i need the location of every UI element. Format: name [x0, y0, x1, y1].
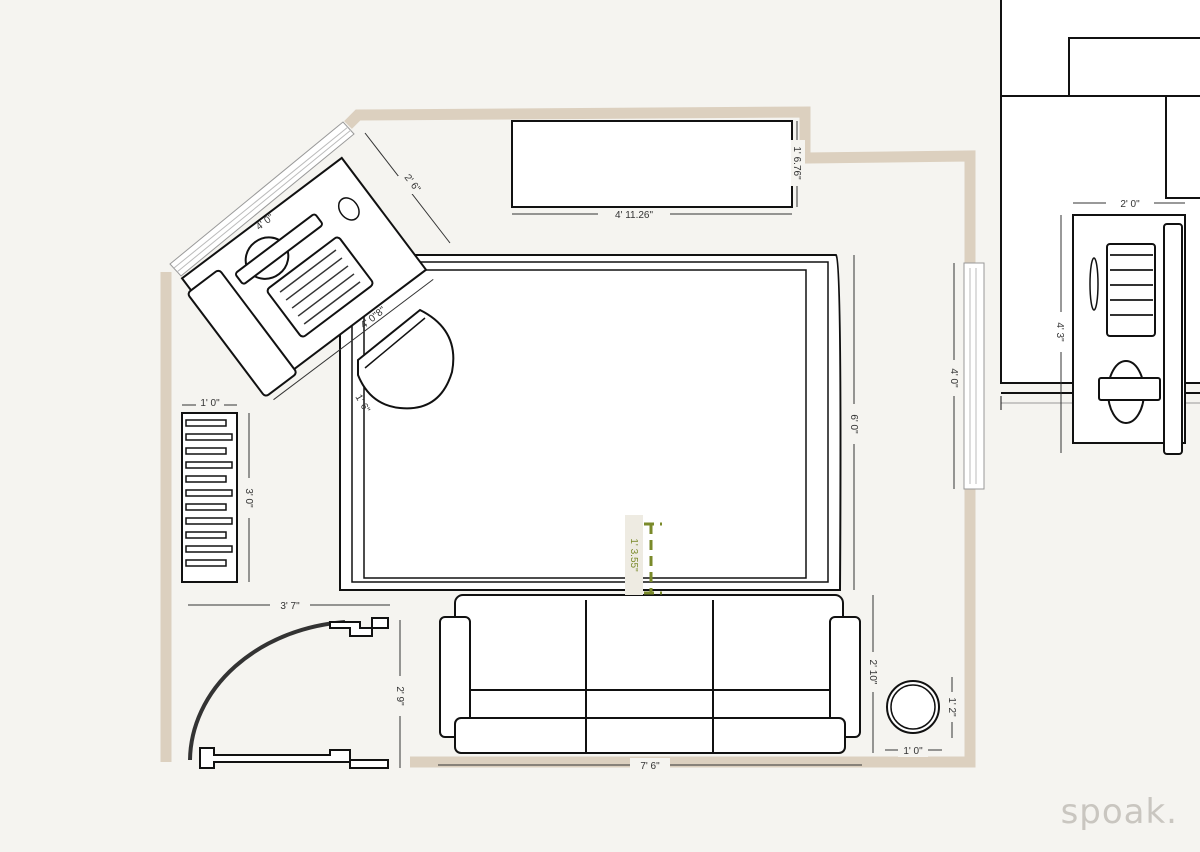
sofa: 7' 6" 2' 10" — [438, 594, 881, 772]
rug-length-label: 6' 0" — [848, 414, 859, 434]
console-width-label: 4' 11.26" — [615, 210, 654, 221]
window-diagonal — [169, 121, 355, 277]
side-table-width-label: 1' 0" — [903, 746, 923, 757]
console-depth-label: 1' 6.76" — [791, 146, 802, 180]
neighbor-desk: 2' 0" 4' 3" — [1054, 196, 1186, 455]
neighbor-desk-width-label: 2' 0" — [1120, 199, 1140, 210]
side-table-depth-label: 1' 2" — [946, 697, 957, 717]
radiator-length-label: 3' 0" — [243, 488, 254, 508]
neighbor-desk-length-label: 4' 3" — [1054, 322, 1065, 342]
door: 3' 7" 2' 9" — [188, 598, 408, 769]
spoak-logo: spoak. — [1060, 792, 1178, 832]
desk-depth-dim: 2' 6" — [364, 132, 451, 244]
sofa-depth-label: 2' 10" — [867, 660, 878, 685]
door-gap-label: 3' 7" — [280, 601, 300, 612]
console-table: 4' 11.26" 1' 6.76" — [511, 120, 805, 221]
desk: 4' 0" — [180, 156, 434, 401]
radiator-width-label: 1' 0" — [200, 398, 220, 409]
radiator: 1' 0" 3' 0" — [181, 396, 257, 583]
measurement-highlight: 1' 3.55" — [625, 515, 662, 595]
window-right-label: 4' 0" — [948, 368, 959, 388]
rug: 6' 0" — [339, 254, 862, 591]
measurement-highlight-label: 1' 3.55" — [628, 538, 639, 572]
side-table: 1' 0" 1' 2" — [885, 677, 960, 757]
window-right: 4' 0" — [948, 262, 985, 490]
door-width-label: 2' 9" — [394, 686, 405, 706]
sofa-width-label: 7' 6" — [640, 761, 660, 772]
